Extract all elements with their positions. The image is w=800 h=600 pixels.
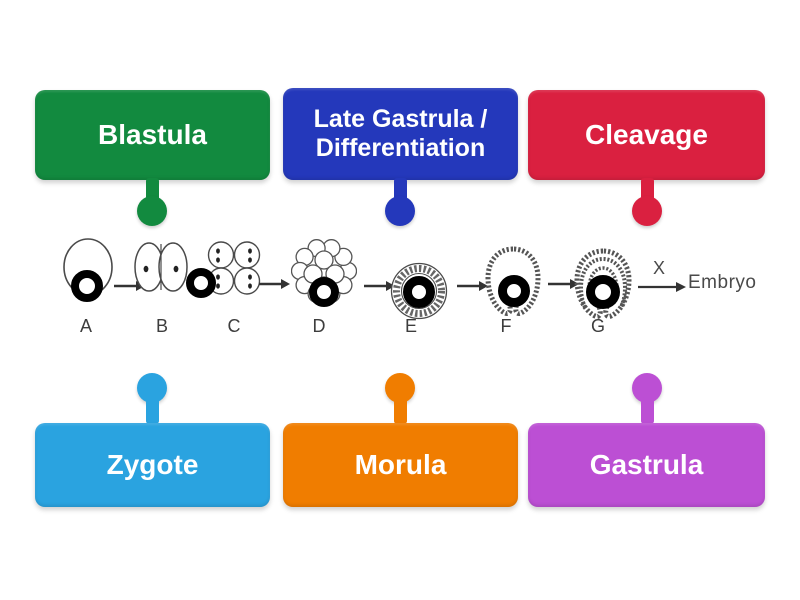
label-blastula-text: Blastula [98,118,207,150]
drop-target-stage-e[interactable] [403,276,435,308]
label-blastula[interactable]: Blastula [35,90,270,180]
final-arrow-label: X [652,258,665,278]
label-morula-text: Morula [354,448,447,480]
arrow-c-d [259,279,290,289]
stage-letter-b: B [155,316,168,336]
drop-target-stage-f[interactable] [498,275,530,307]
label-late-gastrula-pin[interactable] [385,196,415,226]
arrow-e-f [457,281,488,291]
arrow-g-embryo [638,282,686,292]
arrow-f-g [548,279,579,289]
label-late-gastrula[interactable]: Late Gastrula / Differentiation [283,88,518,180]
stage-letter-f: F [500,316,512,336]
label-zygote-text: Zygote [106,448,199,480]
stage-letter-g: G [590,316,605,336]
label-gastrula-stem [641,397,654,424]
label-gastrula-text: Gastrula [589,448,704,480]
label-gastrula[interactable]: Gastrula [528,423,765,507]
drop-target-stage-bc[interactable] [186,268,216,298]
stage-letter-c: C [227,316,241,336]
label-morula[interactable]: Morula [283,423,518,507]
drop-target-stage-g[interactable] [586,275,620,309]
drop-target-stage-d[interactable] [309,277,339,307]
stage-letter-d: D [312,316,326,336]
stage-b-two-cell-drawing [134,242,188,292]
label-cleavage-text: Cleavage [585,118,708,150]
drop-target-stage-a[interactable] [71,270,103,302]
label-cleavage[interactable]: Cleavage [528,90,765,180]
embryo-result-text: Embryo [688,272,757,293]
label-zygote[interactable]: Zygote [35,423,270,507]
label-late-gastrula-text: Late Gastrula / Differentiation [313,105,488,162]
stage-letter-e: E [404,316,417,336]
arrow-d-e [364,281,395,291]
label-zygote-stem [146,397,159,424]
label-cleavage-pin[interactable] [632,196,662,226]
label-morula-stem [394,397,407,424]
stage-c-four-cell-drawing [207,241,261,295]
stage-letter-a: A [79,316,92,336]
label-blastula-pin[interactable] [137,196,167,226]
